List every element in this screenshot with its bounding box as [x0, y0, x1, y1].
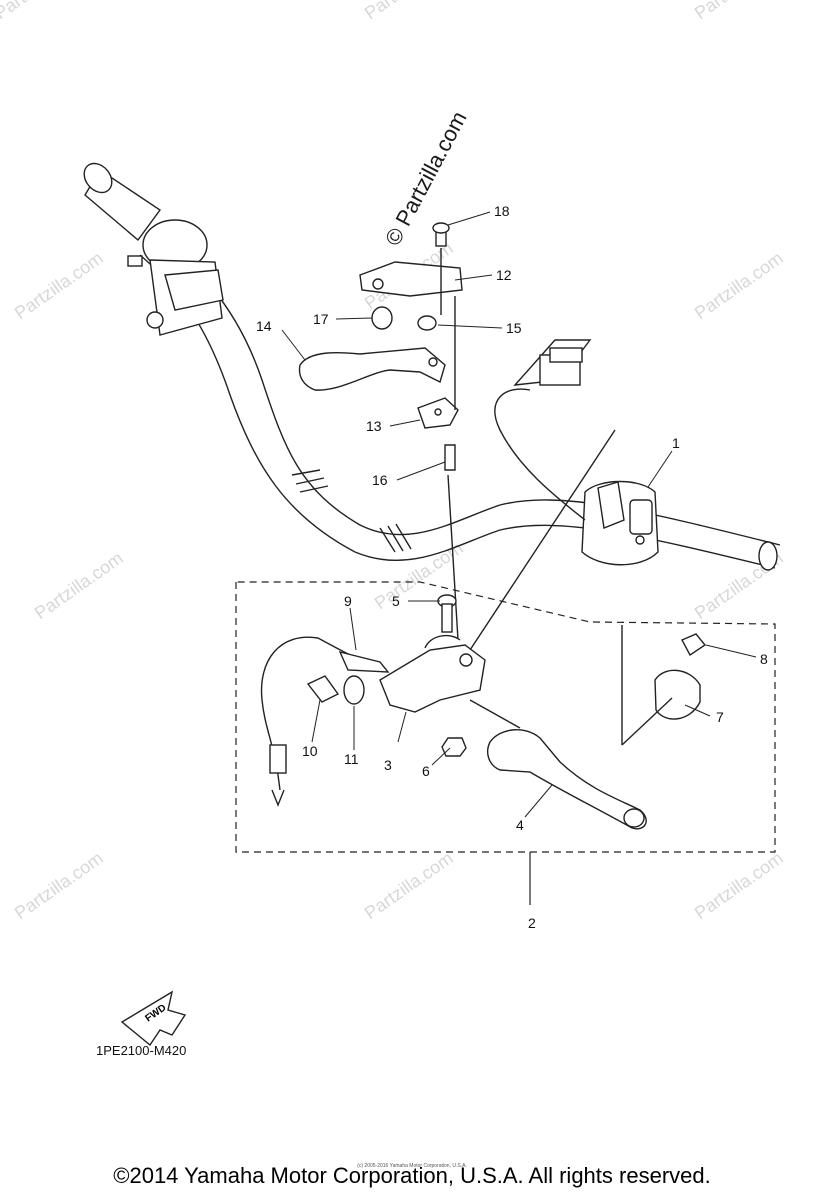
diagram-code: 1PE2100-M420 — [96, 1043, 187, 1058]
watermark-12: Partzilla.com — [691, 0, 787, 23]
watermark-8: Partzilla.com — [361, 848, 457, 923]
callout-1: 1 — [672, 435, 680, 451]
callout-16: 16 — [372, 472, 388, 488]
callout-9: 9 — [344, 593, 352, 609]
callout-6: 6 — [422, 763, 430, 779]
callout-17: 17 — [313, 311, 329, 327]
watermark-3: Partzilla.com — [691, 248, 787, 323]
handlebar-switch — [494, 339, 659, 566]
callout-15: 15 — [506, 320, 522, 336]
clutch-lever-parts — [260, 594, 707, 830]
callout-11: 11 — [344, 751, 359, 767]
callout-13: 13 — [366, 418, 382, 434]
copyright-notice: ©2014 Yamaha Motor Corporation, U.S.A. A… — [113, 1163, 711, 1188]
callout-18: 18 — [494, 203, 510, 219]
callout-4: 4 — [516, 817, 524, 833]
callout-3: 3 — [384, 757, 392, 773]
callout-8: 8 — [760, 651, 768, 667]
watermark-7: Partzilla.com — [11, 848, 107, 923]
callout-10: 10 — [302, 743, 318, 759]
assembly-2-frame — [235, 581, 776, 905]
callout-12: 12 — [496, 267, 512, 283]
handlebar — [83, 162, 781, 571]
leader-lines — [281, 211, 757, 818]
callouts: 1 2 3 4 5 6 7 8 9 10 11 12 13 14 15 16 1… — [256, 203, 768, 931]
fineprint: (c) 2005-2016 Yamaha Motor Corporation, … — [357, 1163, 467, 1169]
callout-5: 5 — [392, 593, 400, 609]
watermark-10: Partzilla.com — [0, 0, 87, 23]
left-master-cylinder — [127, 219, 224, 336]
callout-2: 2 — [528, 915, 536, 931]
watermark-11: Partzilla.com — [361, 0, 457, 23]
watermark-9: Partzilla.com — [691, 848, 787, 923]
watermark-1: Partzilla.com — [11, 248, 107, 323]
hot-start-assembly — [298, 222, 616, 651]
fwd-arrow-icon: FWD — [120, 990, 187, 1047]
callout-7: 7 — [716, 709, 724, 725]
callout-14: 14 — [256, 318, 272, 334]
watermark-4: Partzilla.com — [31, 548, 127, 623]
